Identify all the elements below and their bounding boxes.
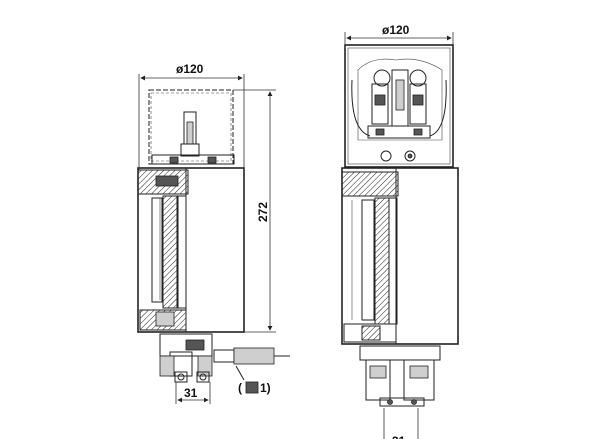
right-view: ø120 31 xyxy=(341,23,459,439)
right-top-mechanism xyxy=(351,58,447,162)
callout-number: 1) xyxy=(260,381,271,395)
left-height-label: 272 xyxy=(256,202,270,222)
left-base-fittings xyxy=(159,333,213,383)
left-top-connector xyxy=(151,111,235,165)
left-body xyxy=(137,167,245,333)
left-width-dimension: ø120 xyxy=(138,62,245,170)
right-bottom-label: 31 xyxy=(392,434,406,439)
left-view: ( 1) ø120 272 31 xyxy=(137,62,290,404)
left-bottom-dimension: 31 xyxy=(175,382,211,404)
right-body xyxy=(341,167,459,345)
right-width-dimension: ø120 xyxy=(344,23,454,48)
callout-symbol xyxy=(245,381,259,394)
right-width-label: ø120 xyxy=(382,23,410,37)
left-bottom-label: 31 xyxy=(184,386,198,400)
left-height-dimension: 272 xyxy=(233,89,276,333)
right-bottom-dimension: 31 xyxy=(383,408,419,439)
left-side-pipe xyxy=(213,347,290,365)
right-base-fittings xyxy=(359,345,441,407)
callout-open: ( xyxy=(238,381,242,395)
left-width-label: ø120 xyxy=(176,62,204,76)
left-callout: ( 1) xyxy=(235,365,271,395)
right-top-cover xyxy=(344,44,454,168)
